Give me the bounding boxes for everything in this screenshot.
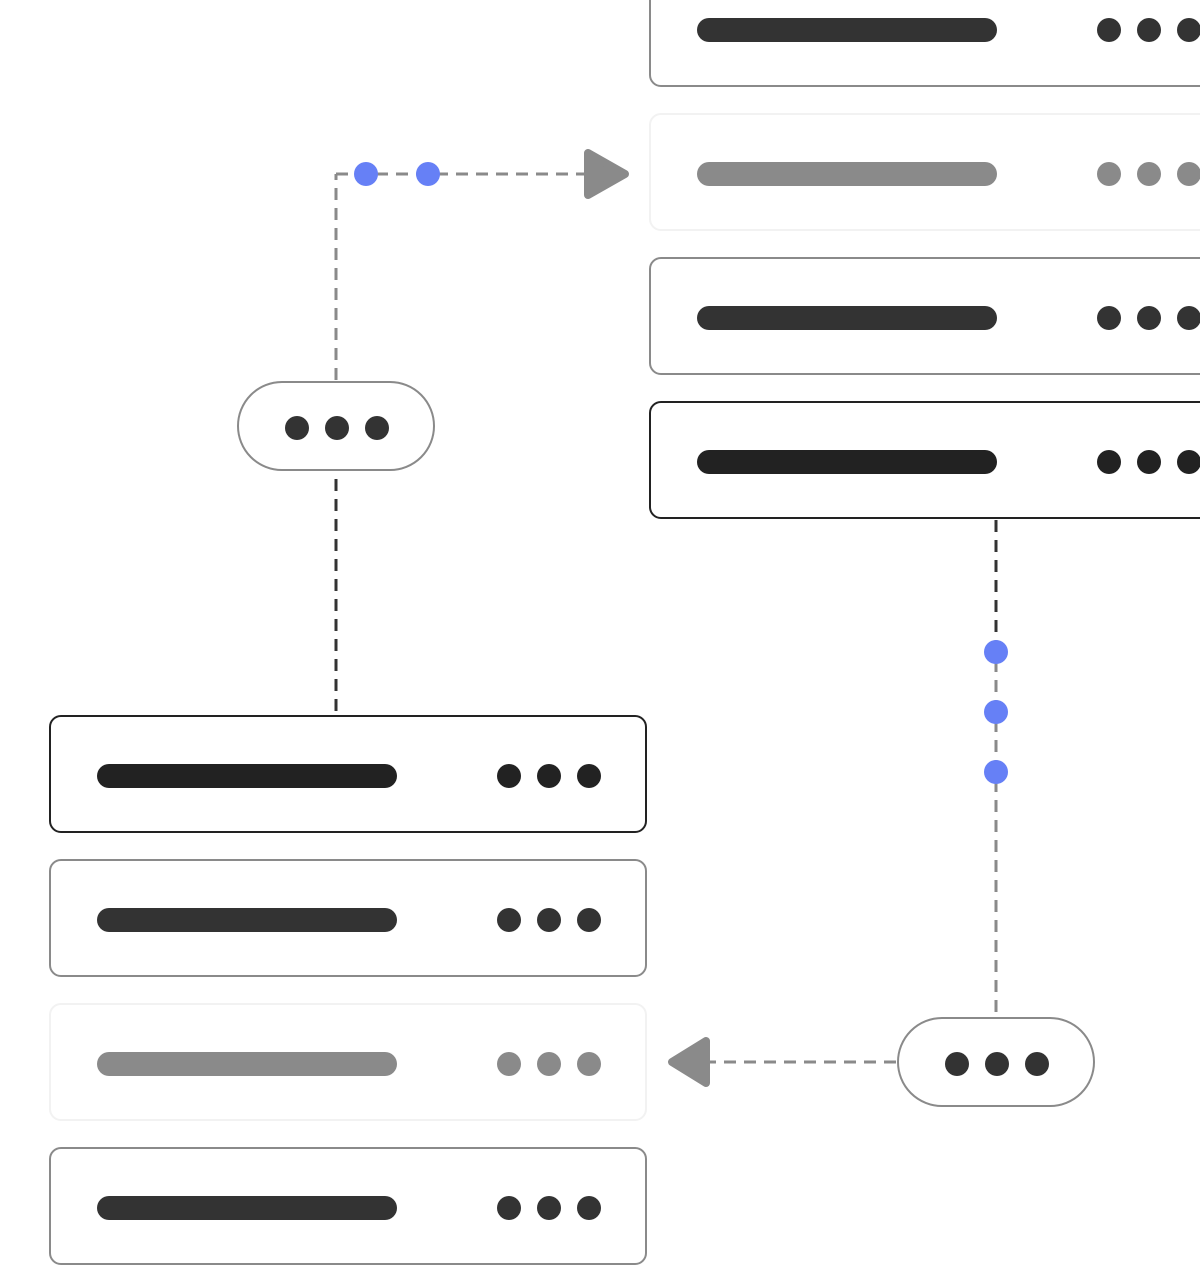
- pill-dot: [945, 1052, 969, 1076]
- row-text-bar: [97, 908, 397, 932]
- row-text-bar: [697, 162, 997, 186]
- pill-dot: [325, 416, 349, 440]
- row-text-bar: [697, 450, 997, 474]
- more-horizontal-icon[interactable]: [497, 908, 617, 932]
- right-row-1[interactable]: [649, 0, 1200, 87]
- upper-connector-pill[interactable]: [237, 381, 435, 471]
- pill-dot: [985, 1052, 1009, 1076]
- left-row-4[interactable]: [49, 1147, 647, 1265]
- row-text-bar: [97, 1052, 397, 1076]
- pill-dot: [1025, 1052, 1049, 1076]
- right-row-2[interactable]: [649, 113, 1200, 231]
- flow-dot-lower-2: [984, 700, 1008, 724]
- more-horizontal-icon[interactable]: [1097, 162, 1200, 186]
- more-horizontal-icon[interactable]: [497, 764, 617, 788]
- left-row-1[interactable]: [49, 715, 647, 833]
- pill-dot: [365, 416, 389, 440]
- flow-dot-upper-1: [354, 162, 378, 186]
- right-row-4[interactable]: [649, 401, 1200, 519]
- arrow-right-icon: [584, 149, 629, 199]
- connector-layer: [334, 149, 1008, 1087]
- more-horizontal-icon[interactable]: [1097, 450, 1200, 474]
- flow-dot-lower-3: [984, 760, 1008, 784]
- more-horizontal-icon[interactable]: [497, 1052, 617, 1076]
- more-horizontal-icon[interactable]: [1097, 306, 1200, 330]
- flow-dot-upper-2: [416, 162, 440, 186]
- arrow-left-icon: [668, 1037, 710, 1087]
- right-row-3[interactable]: [649, 257, 1200, 375]
- row-text-bar: [697, 306, 997, 330]
- lower-connector-pill[interactable]: [897, 1017, 1095, 1107]
- left-row-2[interactable]: [49, 859, 647, 977]
- left-row-3[interactable]: [49, 1003, 647, 1121]
- pill-dot: [285, 416, 309, 440]
- flow-dot-lower-1: [984, 640, 1008, 664]
- more-horizontal-icon[interactable]: [1097, 18, 1200, 42]
- row-text-bar: [97, 764, 397, 788]
- diagram-canvas: [49, 0, 1200, 1265]
- row-text-bar: [697, 18, 997, 42]
